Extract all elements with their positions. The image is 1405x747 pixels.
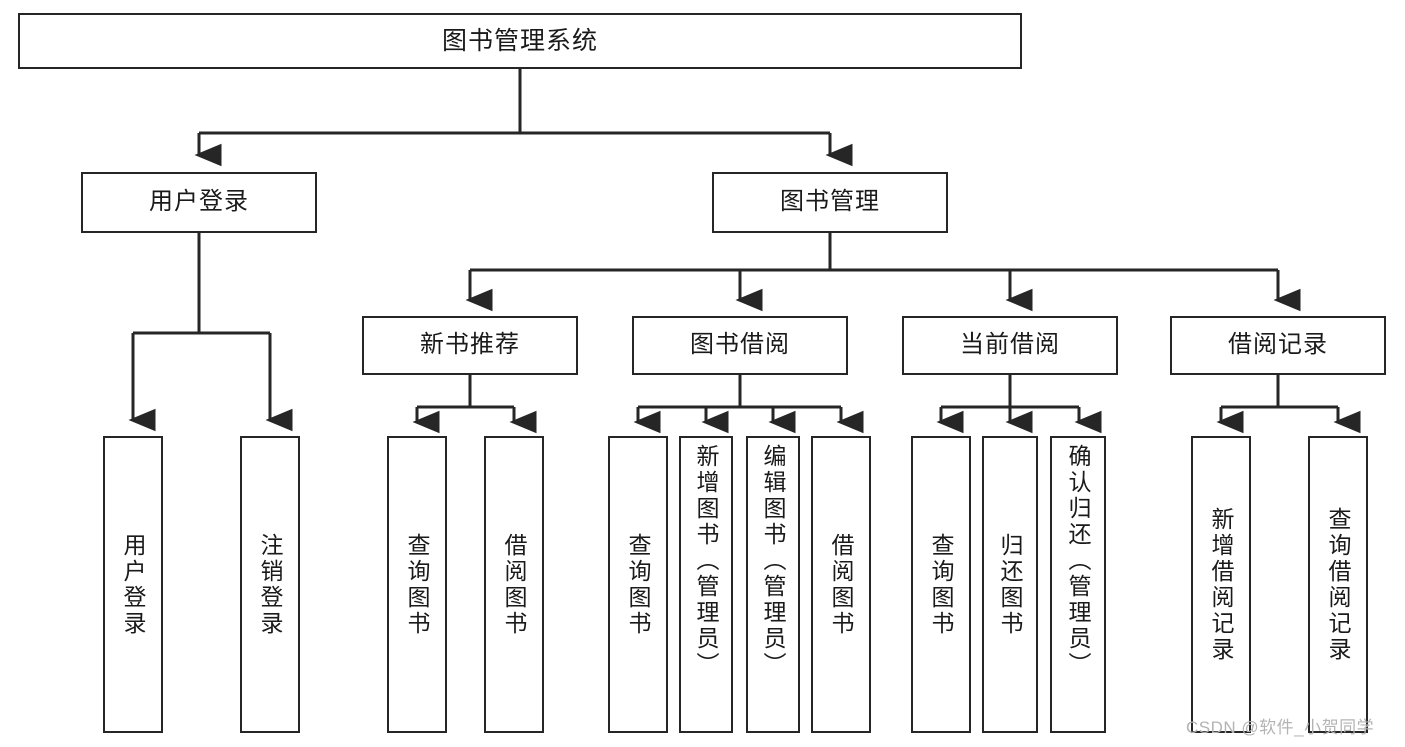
leaf-new-book-query[interactable]: 查询图书 <box>387 436 447 733</box>
leaf-borrow-query-book[interactable]: 查询图书 <box>608 436 668 733</box>
csdn-watermark: CSDN @软件_小贺同学 <box>1186 718 1375 737</box>
node-borrow-records[interactable]: 借阅记录 <box>1170 316 1386 375</box>
node-label: 注销登录 <box>257 532 284 637</box>
node-label: 查询借阅记录 <box>1325 506 1352 663</box>
node-label: 新增借阅记录 <box>1208 506 1235 663</box>
node-current-borrow[interactable]: 当前借阅 <box>902 316 1118 375</box>
node-label: 图书借阅 <box>690 331 790 359</box>
leaf-records-query-record[interactable]: 查询借阅记录 <box>1308 436 1368 733</box>
node-label: 图书管理系统 <box>441 27 598 55</box>
node-new-book-recommend[interactable]: 新书推荐 <box>362 316 578 375</box>
leaf-current-query-book[interactable]: 查询图书 <box>911 436 971 733</box>
node-root-book-management-system[interactable]: 图书管理系统 <box>18 13 1022 69</box>
leaf-user-login-logout[interactable]: 注销登录 <box>240 436 300 733</box>
node-book-borrow[interactable]: 图书借阅 <box>632 316 848 375</box>
leaf-new-book-borrow[interactable]: 借阅图书 <box>484 436 544 733</box>
leaf-borrow-borrow-book[interactable]: 借阅图书 <box>811 436 871 733</box>
leaf-current-confirm-return-admin[interactable]: 确认归还（管理员） <box>1050 436 1106 733</box>
node-label: 归还图书 <box>997 532 1024 637</box>
node-label: 借阅记录 <box>1228 331 1328 359</box>
leaf-user-login-login[interactable]: 用户登录 <box>103 436 163 733</box>
leaf-borrow-edit-book-admin[interactable]: 编辑图书（管理员） <box>746 436 800 733</box>
node-label: 确认归还（管理员） <box>1065 444 1092 678</box>
node-label: 查询图书 <box>928 532 955 637</box>
node-label: 借阅图书 <box>501 532 528 637</box>
node-label: 编辑图书（管理员） <box>760 444 787 678</box>
node-user-login[interactable]: 用户登录 <box>81 172 317 233</box>
leaf-records-add-record[interactable]: 新增借阅记录 <box>1191 436 1251 733</box>
node-label: 用户登录 <box>120 532 147 637</box>
leaf-current-return-book[interactable]: 归还图书 <box>982 436 1038 733</box>
node-label: 查询图书 <box>404 532 431 637</box>
node-label: 新增图书（管理员） <box>693 444 720 678</box>
node-label: 新书推荐 <box>420 331 520 359</box>
node-label: 用户登录 <box>149 188 249 216</box>
node-book-management[interactable]: 图书管理 <box>712 172 948 233</box>
node-label: 查询图书 <box>625 532 652 637</box>
leaf-borrow-add-book-admin[interactable]: 新增图书（管理员） <box>679 436 733 733</box>
node-label: 当前借阅 <box>960 331 1060 359</box>
node-label: 借阅图书 <box>828 532 855 637</box>
node-label: 图书管理 <box>780 188 880 216</box>
